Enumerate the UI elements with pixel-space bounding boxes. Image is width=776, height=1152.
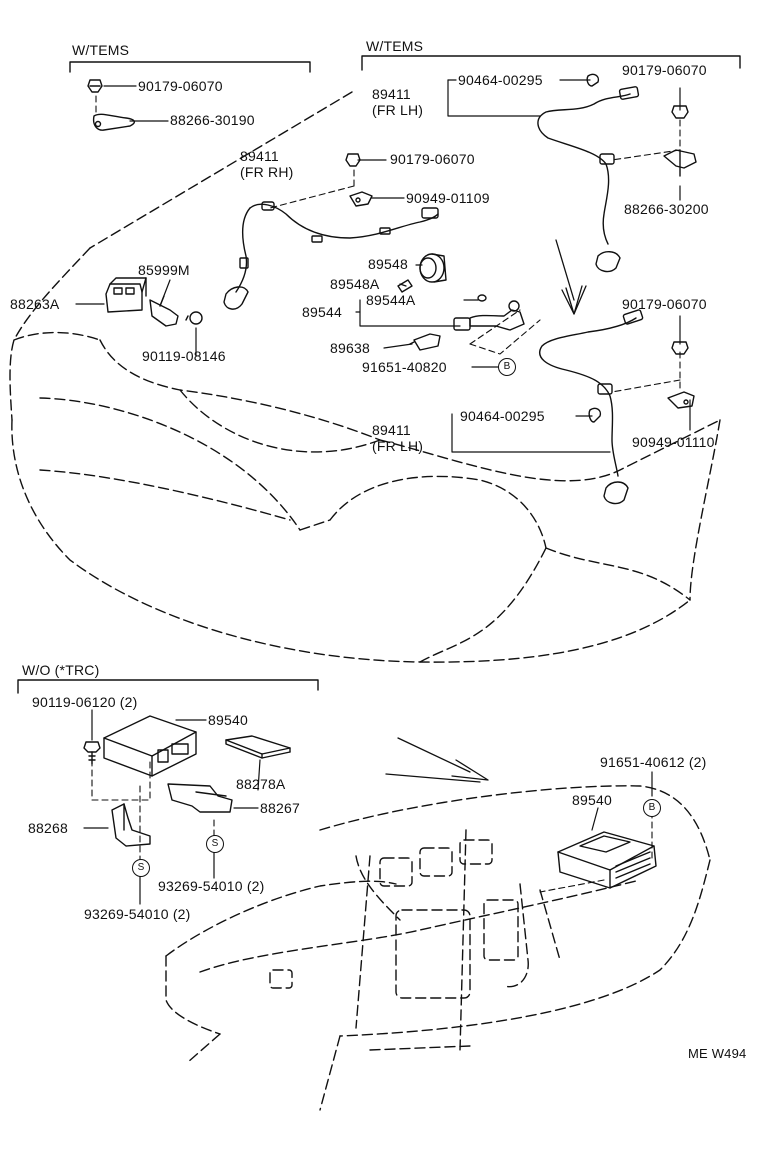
bracket-top-right-icon [663,149,697,177]
sensor-fr-lh-mid-icon [539,309,644,505]
assembly-arrow-bottom [385,737,489,783]
bracket-85999m-icon [149,295,179,327]
b-marker-91651-40820: B [498,358,516,376]
relay-88263a-icon [105,277,147,313]
part-label-nut-center: 90179-06070 [390,151,475,167]
part-label-nut-left: 90179-06070 [138,78,223,94]
diagram-code: ME W494 [688,1046,747,1061]
group-bracket-w-tems-right [361,55,741,71]
ecu-right-icon [557,831,657,889]
dashboard-outline [165,785,711,1111]
part-label-88263a: 88263A [10,296,60,312]
part-label-sensor-fr-lh-top: 89411 (FR LH) [372,86,424,118]
clamp-mid-right-icon [667,391,695,409]
variant-label-wo-trc: W/O (*TRC) [22,662,100,678]
clamp-center-icon [349,191,373,207]
bracket-88267-icon [167,783,233,813]
screw-90119-06120-icon [83,741,101,765]
nut-left-icon [87,79,103,93]
s-marker-left: S [132,859,150,877]
part-label-88267: 88267 [260,800,300,816]
part-label-88268: 88268 [28,820,68,836]
part-label-89548a: 89548A [330,276,380,292]
nut-center-icon [345,153,361,167]
part-label-93269-54010-right: 93269-54010 (2) [158,878,265,894]
b-marker-91651-40612: B [643,799,661,817]
assembly-arrow-top [555,239,587,315]
car-body-outline [9,91,721,663]
part-label-90119-08146: 90119-08146 [142,348,226,364]
group-bracket-wo-trc [17,679,319,694]
sensor-fr-rh-icon [223,201,439,310]
clip-mid-right-icon [588,407,602,423]
part-label-clip-top-right: 90464-00295 [458,72,543,88]
part-label-85999m: 85999M [138,262,190,278]
part-label-sensor-fr-rh: 89411 (FR RH) [240,148,294,180]
part-89638-icon [409,333,441,351]
part-89544-icon [453,300,525,331]
part-label-93269-54010-left: 93269-54010 (2) [84,906,191,922]
group-bracket-w-tems-left [69,61,311,73]
part-89544a-icon [477,294,487,302]
part-label-nut-top-right: 90179-06070 [622,62,707,78]
screw-90119-08146-icon [185,311,203,325]
part-label-90119-06120: 90119-06120 (2) [32,694,138,710]
part-label-89544: 89544 [302,304,342,320]
nut-top-right-icon [671,105,689,119]
variant-label-w-tems-right: W/TEMS [366,38,424,54]
part-label-88278a: 88278A [236,776,286,792]
part-label-89638: 89638 [330,340,370,356]
bracket-88268-icon [111,803,151,847]
part-label-sensor-fr-lh-mid: 89411 (FR LH) [372,422,424,454]
part-label-ecu-left: 89540 [208,712,248,728]
part-label-nut-mid-right: 90179-06070 [622,296,707,312]
ecu-left-icon [103,715,197,777]
clip-top-right-icon [586,73,600,87]
part-label-89544a: 89544A [366,292,416,308]
s-marker-right: S [206,835,224,853]
part-89548-icon [419,253,447,283]
variant-label-w-tems-left: W/TEMS [72,42,130,58]
part-label-91651-40612: 91651-40612 (2) [600,754,707,770]
part-label-bracket-left: 88266-30190 [170,112,255,128]
part-label-89548: 89548 [368,256,408,272]
leader-lines [75,79,691,905]
bracket-88278a-icon [225,735,291,759]
part-label-91651-40820: 91651-40820 [362,359,447,375]
part-label-bracket-top-right: 88266-30200 [624,201,709,217]
part-label-ecu-right: 89540 [572,792,612,808]
assembly-dashes [91,95,681,893]
part-89548a-icon [397,279,413,293]
part-label-clamp-center: 90949-01109 [406,190,490,206]
bracket-left-icon [92,113,136,131]
sensor-fr-lh-top-icon [537,86,640,273]
part-label-clamp-mid-right: 90949-01110 [632,434,715,450]
part-label-clip-mid-right: 90464-00295 [460,408,545,424]
nut-mid-right-icon [671,341,689,355]
